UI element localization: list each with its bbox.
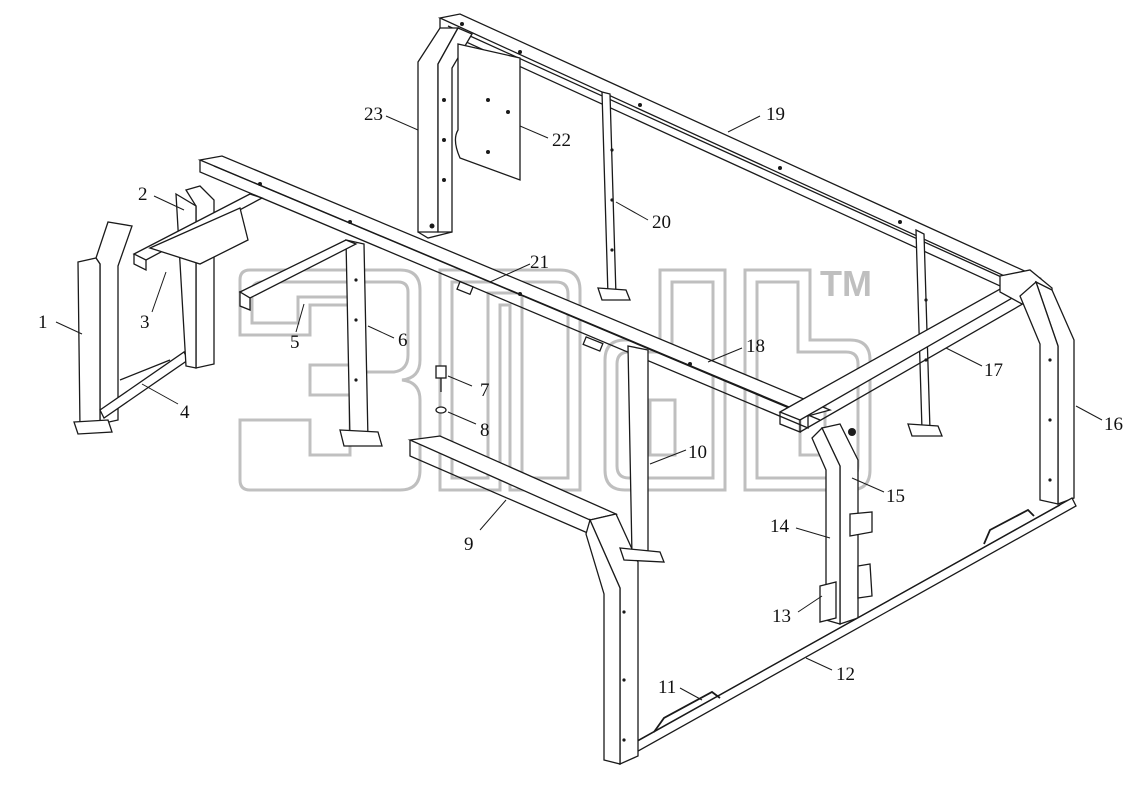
- callout-11: 11: [658, 677, 676, 698]
- callout-21: 21: [530, 252, 549, 273]
- callout-7: 7: [480, 380, 490, 401]
- part-8-washer: [435, 406, 447, 414]
- callout-23: 23: [364, 104, 383, 125]
- callout-leaders: [55, 115, 1103, 701]
- part-1-left-post: [73, 221, 133, 435]
- callout-labels: 1 2 3 4 5 6 7 8 9 10 11 12 13 14 15 16 1…: [38, 104, 1123, 698]
- part-3-bracket: [132, 193, 264, 272]
- trademark-symbol: TM: [820, 263, 872, 304]
- callout-16: 16: [1104, 414, 1123, 435]
- callout-10: 10: [688, 442, 707, 463]
- part-5-bracket: [238, 239, 358, 311]
- callout-20: 20: [652, 212, 671, 233]
- callout-14: 14: [770, 516, 790, 537]
- callout-18: 18: [746, 336, 765, 357]
- part-18-middle-beam: [197, 155, 832, 429]
- callout-1: 1: [38, 312, 48, 333]
- frame-structure: [73, 13, 1077, 766]
- part-16-right-post: [1019, 280, 1075, 505]
- part-9-front-rail: [407, 435, 639, 766]
- part-20-rear-strap: [597, 91, 631, 301]
- part-14-15-front-post: [811, 423, 873, 625]
- callout-19: 19: [766, 104, 785, 125]
- callout-17: 17: [984, 360, 1003, 381]
- callout-12: 12: [836, 664, 855, 685]
- callout-8: 8: [480, 420, 490, 441]
- callout-6: 6: [398, 330, 408, 351]
- callout-5: 5: [290, 332, 300, 353]
- part-22-plate: [454, 43, 521, 181]
- callout-9: 9: [464, 534, 474, 555]
- callout-2: 2: [138, 184, 148, 205]
- part-6-vertical: [339, 239, 383, 447]
- part-2-upright: [175, 185, 215, 369]
- callout-15: 15: [886, 486, 905, 507]
- callout-3: 3: [140, 312, 150, 333]
- callout-4: 4: [180, 402, 190, 423]
- part-10-centre-leg: [619, 345, 665, 563]
- callout-13: 13: [772, 606, 791, 627]
- callout-22: 22: [552, 130, 571, 151]
- part-23-rear-post: [417, 27, 473, 239]
- part-7-bolt: [435, 365, 447, 392]
